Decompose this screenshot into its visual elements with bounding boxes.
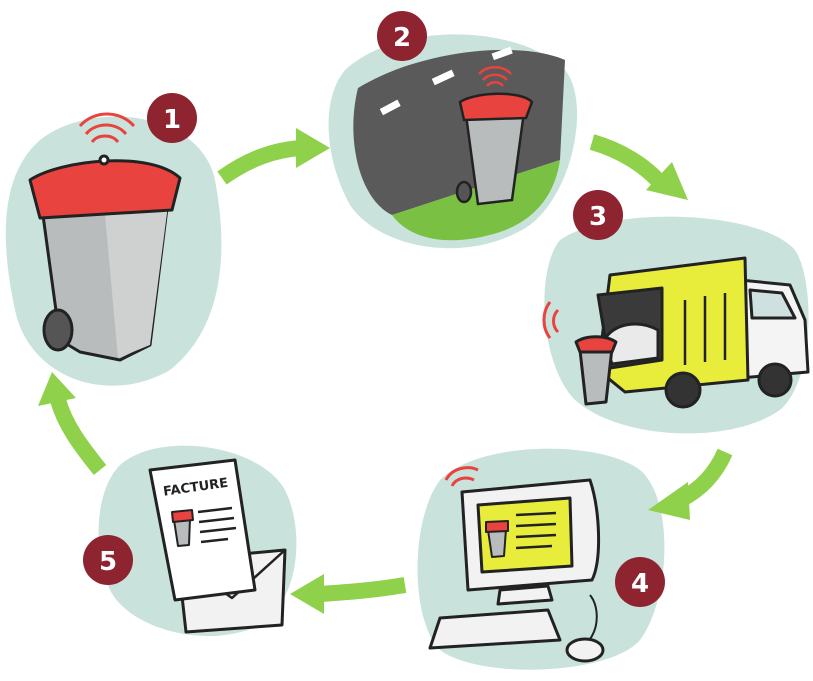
arrow-5-to-1 xyxy=(58,400,100,470)
arrow-1-to-2 xyxy=(222,148,300,178)
step-number-4: 4 xyxy=(631,569,649,599)
truck-wheel-rear xyxy=(666,373,700,407)
truck-wheel-front xyxy=(759,364,791,396)
step-number-3: 3 xyxy=(589,202,607,232)
step-number-2: 2 xyxy=(393,23,411,53)
step-badge-2: 2 xyxy=(377,11,427,61)
step-number-5: 5 xyxy=(99,547,117,577)
mouse xyxy=(567,639,603,661)
bin-lid xyxy=(30,161,180,218)
arrow-1-to-2-head xyxy=(296,128,330,168)
step-number-1: 1 xyxy=(163,105,181,135)
bin-tag xyxy=(100,156,108,164)
arrow-4-to-5-head xyxy=(290,574,324,614)
arrow-2-to-3 xyxy=(592,142,662,185)
step-badge-1: 1 xyxy=(147,93,197,143)
step-badge-4: 4 xyxy=(615,557,665,607)
step-badge-5: 5 xyxy=(83,535,133,585)
monitor-stand xyxy=(498,586,552,604)
arrow-4-to-5 xyxy=(320,585,405,594)
bin-wheel xyxy=(44,310,72,350)
step-badge-3: 3 xyxy=(573,190,623,240)
